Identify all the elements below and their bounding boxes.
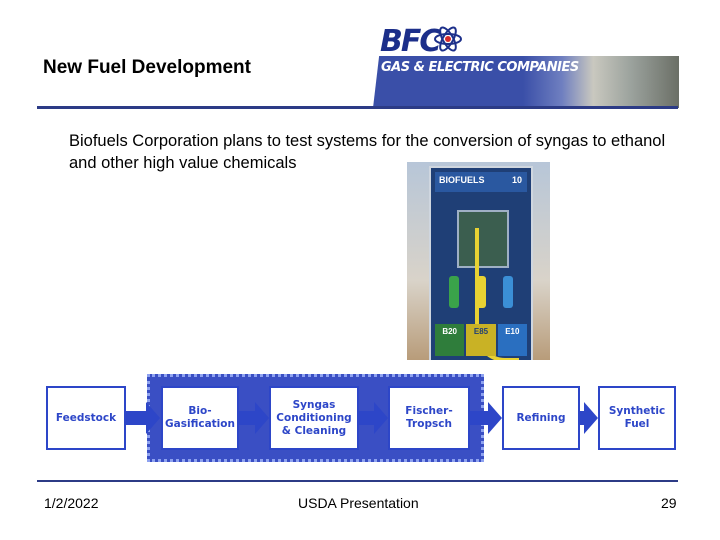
flow-arrow-2 xyxy=(255,402,269,434)
nozzle-green xyxy=(449,276,459,308)
logo-company-name: GAS & ELECTRIC COMPANIES xyxy=(381,60,579,75)
pump-grade-labels: B20 E85 E10 xyxy=(435,324,527,356)
flow-arrow-shaft-5 xyxy=(580,411,586,425)
flow-step-syngas: Syngas Conditioning & Cleaning xyxy=(269,386,359,450)
header-divider xyxy=(37,106,678,109)
power-station-photo xyxy=(523,56,679,108)
pump-nozzles xyxy=(439,268,523,318)
flow-step-biogasification: Bio- Gasification xyxy=(161,386,239,450)
flow-step-feedstock: Feedstock xyxy=(46,386,126,450)
atom-icon xyxy=(434,26,462,52)
pump-brand: BIOFUELS xyxy=(439,175,485,185)
footer-date: 1/2/2022 xyxy=(44,495,99,511)
slide-title: New Fuel Development xyxy=(43,57,251,78)
fuel-pump: BIOFUELS 10 B20 E85 E10 xyxy=(429,166,533,360)
nozzle-blue xyxy=(503,276,513,308)
flow-step-refining: Refining xyxy=(502,386,580,450)
logo-mark: BFC xyxy=(380,24,441,59)
flow-arrow-shaft-3 xyxy=(359,411,377,425)
grade-e10: E10 xyxy=(497,324,527,356)
grade-b20: B20 xyxy=(435,324,465,356)
grade-e85: E85 xyxy=(466,324,496,356)
flow-arrow-shaft-4 xyxy=(470,411,490,425)
footer-title: USDA Presentation xyxy=(298,495,419,511)
flow-arrow-shaft-2 xyxy=(239,411,257,425)
flow-arrow-5 xyxy=(584,402,598,434)
flow-step-fischer-tropsch: Fischer- Tropsch xyxy=(388,386,470,450)
page-number: 29 xyxy=(661,495,677,511)
pump-header: BIOFUELS 10 xyxy=(435,172,527,192)
body-text: Biofuels Corporation plans to test syste… xyxy=(69,132,666,172)
nozzle-yellow xyxy=(476,276,486,308)
flow-step-synthetic-fuel: Synthetic Fuel xyxy=(598,386,676,450)
flow-arrow-1 xyxy=(146,402,160,434)
pump-number: 10 xyxy=(511,175,522,185)
flow-arrow-shaft-1 xyxy=(126,411,148,425)
footer-divider xyxy=(37,480,678,482)
flow-arrow-4 xyxy=(488,402,502,434)
fuel-pump-photo: BIOFUELS 10 B20 E85 E10 xyxy=(407,162,550,360)
flow-arrow-3 xyxy=(374,402,388,434)
company-logo-banner: BFC GAS & ELECTRIC COMPANIES xyxy=(373,22,679,108)
